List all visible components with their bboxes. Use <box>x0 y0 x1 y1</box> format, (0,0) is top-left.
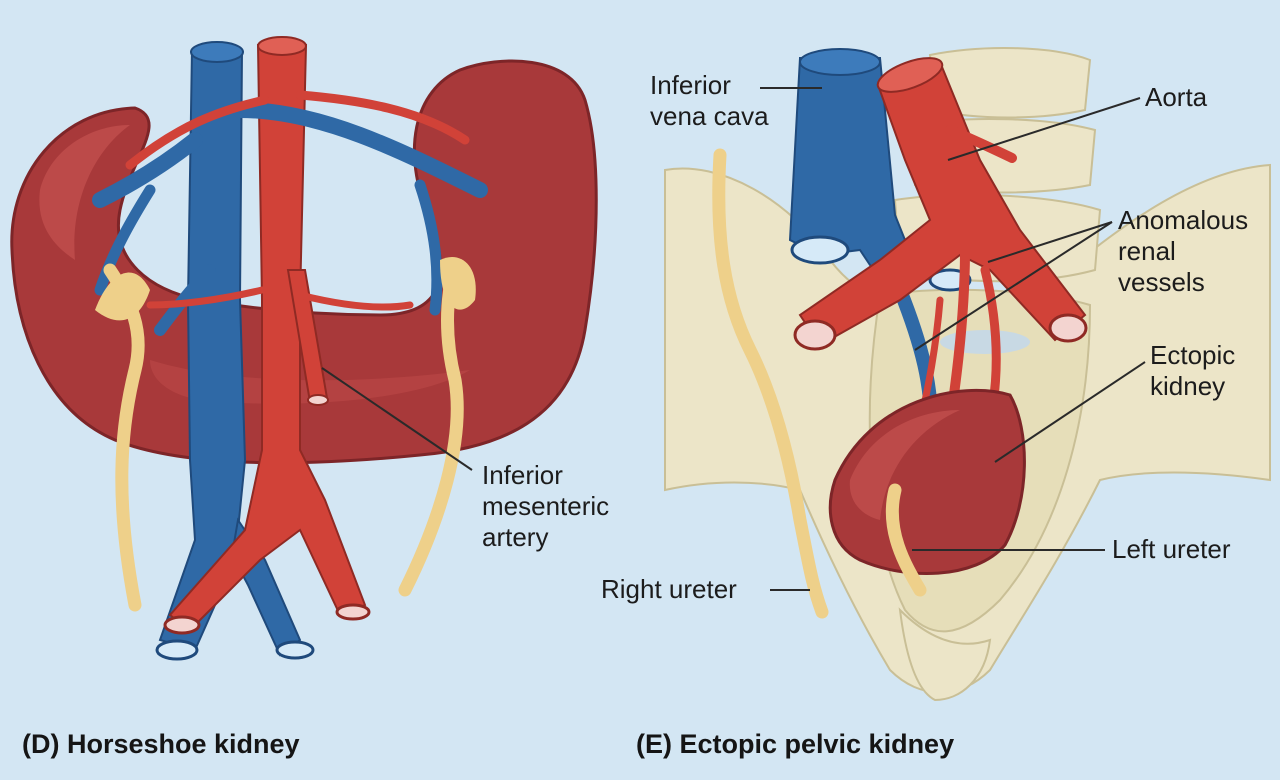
horseshoe-panel-art <box>10 36 598 661</box>
label-line: artery <box>482 522 549 552</box>
horseshoe-ivc-opening <box>190 41 244 63</box>
horseshoe-left-iliac-artery-end <box>335 603 371 621</box>
label-line: renal <box>1118 236 1176 266</box>
intervertebral-disc <box>940 330 1030 354</box>
coccyx <box>898 607 992 702</box>
label-line: Inferior <box>650 70 731 100</box>
ectopic-kidney-shape <box>828 388 1026 575</box>
label-line: vessels <box>1118 267 1205 297</box>
ectopic-small-branch <box>945 125 1017 163</box>
horseshoe-left-renal-artery <box>295 90 470 145</box>
horseshoe-left-iliac-vein-end <box>275 640 315 660</box>
horseshoe-right-renal-vein <box>92 132 203 208</box>
horseshoe-left-ureter <box>398 258 464 597</box>
label-line: Left ureter <box>1112 534 1231 564</box>
label-ectopic-kidney: Ectopic kidney <box>1150 340 1235 402</box>
label-line: Right ureter <box>601 574 737 604</box>
horseshoe-aorta <box>168 44 367 632</box>
label-line: Aorta <box>1145 82 1208 112</box>
label-line: Inferior <box>482 460 563 490</box>
label-inferior-vena-cava: Inferior vena cava <box>650 70 769 132</box>
ectopic-ivc-opening <box>799 48 881 76</box>
label-left-ureter: Left ureter <box>1112 534 1231 565</box>
ectopic-ivc-right-iliac-end <box>790 235 850 265</box>
label-aorta: Aorta <box>1145 82 1207 113</box>
ectopic-aorta-opening <box>876 57 944 93</box>
label-line: vena cava <box>650 101 769 131</box>
horseshoe-vein-branch-left <box>94 184 156 296</box>
horseshoe-ima-end <box>307 394 329 406</box>
ectopic-right-ureter <box>712 148 829 619</box>
ectopic-left-ureter <box>885 483 927 597</box>
ectopic-kidney-highlight <box>849 410 960 520</box>
label-line: Ectopic <box>1150 340 1236 370</box>
caption-horseshoe-kidney: (D) Horseshoe kidney <box>22 729 300 759</box>
ectopic-left-iliac-artery-end <box>1048 313 1088 343</box>
spine-vertebra-upper <box>928 47 1092 119</box>
horseshoe-aorta-opening <box>257 36 307 56</box>
horseshoe-right-iliac-vein-end <box>155 639 199 661</box>
leader-inferior-mesenteric-artery <box>321 367 473 471</box>
leader-anomalous-vessels-2 <box>914 221 1113 351</box>
label-line: Anomalous <box>1118 205 1249 235</box>
horseshoe-vein-branch-right <box>414 179 443 316</box>
leader-anomalous-vessels-1 <box>987 221 1113 263</box>
label-right-ureter: Right ureter <box>601 574 737 605</box>
ectopic-right-iliac-artery-end <box>793 319 837 351</box>
horseshoe-left-renal-vein <box>232 102 488 198</box>
leader-aorta <box>947 97 1141 161</box>
ectopic-panel-art <box>664 47 1271 702</box>
horseshoe-right-iliac-artery-end <box>163 615 201 635</box>
horseshoe-right-renal-artery <box>125 95 270 170</box>
horseshoe-left-pelvis <box>440 256 476 310</box>
label-line: kidney <box>1150 371 1226 401</box>
horseshoe-right-pelvis <box>95 272 150 321</box>
leader-ectopic-kidney <box>994 361 1146 463</box>
label-inferior-mesenteric-artery: Inferior mesenteric artery <box>482 460 609 553</box>
horseshoe-isthmus-artery <box>146 286 414 311</box>
label-anomalous-renal-vessels: Anomalous renal vessels <box>1118 205 1248 298</box>
horseshoe-kidney-highlight <box>39 125 131 260</box>
label-line: mesenteric <box>482 491 610 521</box>
caption-ectopic-pelvic-kidney: (E) Ectopic pelvic kidney <box>636 729 955 759</box>
